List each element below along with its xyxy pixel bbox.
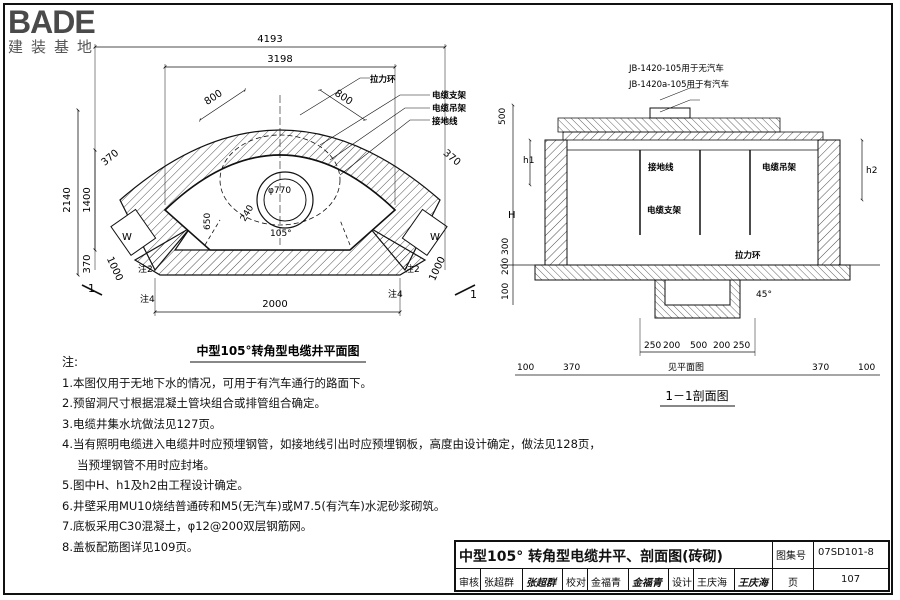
checker-name: 金福青 <box>591 578 621 589</box>
review-label: 审核 <box>459 578 479 589</box>
section-dim-r1: 370 <box>812 363 829 373</box>
section-cover-a: JB-1420-105用于无汽车 <box>628 63 724 74</box>
plan-section-left: 1 <box>88 282 95 295</box>
section-dim-300: 300 <box>501 238 511 255</box>
plan-angle: 105° <box>270 229 292 239</box>
section-label-see-plan: 见平面图 <box>668 362 704 373</box>
note-item: 当预埋钢管不用时应封堵。 <box>77 457 215 472</box>
checker-signature: 金福青 <box>632 578 662 589</box>
plan-dim-overall: 4193 <box>257 34 282 45</box>
sheet-border <box>3 3 893 595</box>
plan-label-cable-support: 电缆支架 <box>432 90 467 101</box>
section-wall-left <box>544 139 568 266</box>
section-dim-b1: 250 <box>644 341 661 351</box>
page-number: 107 <box>841 574 861 585</box>
plan-dim-height-total: 2140 <box>62 187 73 212</box>
plan-label-note4b: 注4 <box>388 288 403 300</box>
notes-block: 注: 1.本图仅用于无地下水的情况，可用于有汽车通行的路面下。 2.预留洞尺寸根… <box>62 352 601 557</box>
logo-main: BADE <box>8 4 96 40</box>
section-cover-b: JB-1420a-105用于有汽车 <box>628 79 729 90</box>
plan-hole-dia: φ770 <box>268 186 291 196</box>
section-dim-100: 100 <box>501 283 511 300</box>
plan-label-pull-ring: 拉力环 <box>370 74 396 85</box>
plan-dim-height-main: 1400 <box>82 187 93 212</box>
note-item: 1.本图仅用于无地下水的情况，可用于有汽车通行的路面下。 <box>62 375 372 390</box>
plan-dim-diag-left: 800 <box>203 88 225 108</box>
plan-view <box>76 44 476 316</box>
note-item: 3.电缆井集水坑做法见127页。 <box>62 416 222 431</box>
plan-section-right: 1 <box>470 288 477 301</box>
atlas-number: 07SD101-8 <box>818 547 874 558</box>
design-label: 设计 <box>672 578 692 589</box>
plan-dim-bottom-left: 370 <box>82 254 93 273</box>
section-H: H <box>508 210 516 221</box>
notes-heading: 注: <box>62 355 79 369</box>
section-dim-b4: 200 <box>713 341 730 351</box>
designer-name: 王庆海 <box>697 578 727 589</box>
designer-signature: 王庆海 <box>738 578 768 589</box>
plan-dim-bottom: 2000 <box>262 299 287 310</box>
section-top-ring <box>562 131 824 141</box>
logo-sub: 建装基地 <box>8 38 101 56</box>
plan-dim-wall-left: 370 <box>100 148 122 169</box>
section-h2: h2 <box>866 166 877 176</box>
section-angle: 45° <box>756 290 772 300</box>
plan-title: 中型105°转角型电缆井平面图 <box>196 343 359 358</box>
plan-dim-diag-bottom-left: 1000 <box>104 255 125 283</box>
section-dim-l2: 370 <box>563 363 580 373</box>
pipe-right <box>401 208 448 257</box>
title-block: 中型105° 转角型电缆井平、剖面图(砖砌) 图集号 07SD101-8 审核 … <box>454 540 890 592</box>
drawing-title: 中型105° 转角型电缆井平、剖面图(砖砌) <box>459 549 723 565</box>
section-dim-r2: 100 <box>858 363 875 373</box>
section-sump <box>654 279 741 319</box>
reviewer-name: 张超群 <box>484 578 514 589</box>
check-label: 校对 <box>566 578 586 589</box>
reviewer-signature: 张超群 <box>526 578 556 589</box>
section-label-ground-wire: 接地线 <box>648 162 674 173</box>
plan-dim-diag-right: 800 <box>332 88 354 108</box>
atlas-label: 图集号 <box>776 551 806 562</box>
section-label-pull-ring: 拉力环 <box>735 250 761 261</box>
section-dim-l1: 100 <box>517 363 534 373</box>
note-item: 7.底板采用C30混凝土，φ12@200双层钢筋网。 <box>62 519 313 533</box>
plan-w-right: W <box>430 232 440 243</box>
note-item: 2.预留洞尺寸根据混凝土管块组合或排管组合确定。 <box>62 396 326 410</box>
plan-dim-wall-right: 370 <box>441 148 463 169</box>
plan-label-note4a: 注4 <box>140 293 155 305</box>
note-item: 8.盖板配筋图详见109页。 <box>62 539 199 554</box>
section-base-slab <box>534 264 851 281</box>
plan-w-left: W <box>122 232 132 243</box>
section-label-cable-support: 电缆支架 <box>647 205 682 216</box>
plan-label-note2: 注2 <box>138 263 153 275</box>
note-item: 6.井壁采用MU10烧结普通砖和M5(无汽车)或M7.5(有汽车)水泥砂浆砌筑。 <box>62 498 446 513</box>
section-wall-right <box>817 139 841 266</box>
plan-label-note2b: 注2 <box>405 263 420 275</box>
plan-label-ground-wire: 接地线 <box>432 116 458 127</box>
section-title: 1－1剖面图 <box>665 389 728 403</box>
note-item: 5.图中H、h1及h2由工程设计确定。 <box>62 478 249 492</box>
section-dim-b5: 250 <box>733 341 750 351</box>
manhole-inner <box>263 178 307 222</box>
page-label: 页 <box>788 578 798 589</box>
manhole-outer <box>256 171 314 229</box>
plan-dim-inner: 3198 <box>267 54 292 65</box>
plan-label-cable-tray: 电缆吊架 <box>432 103 467 114</box>
section-h1: h1 <box>523 156 534 166</box>
plan-chamber <box>163 154 397 251</box>
section-dim-200: 200 <box>501 258 511 275</box>
section-cover-slab <box>557 117 781 133</box>
section-dim-b2: 200 <box>663 341 680 351</box>
plan-hole-height: 650 <box>203 213 213 230</box>
section-label-cable-tray: 电缆吊架 <box>762 162 797 173</box>
pipe-left <box>110 208 157 257</box>
section-dim-top: 500 <box>498 108 508 125</box>
section-view <box>500 87 880 376</box>
bade-logo: BADE 建装基地 <box>8 6 133 56</box>
note-item: 4.当有照明电缆进入电缆井时应预埋钢管，如接地线引出时应预埋钢板，高度由设计确定… <box>62 437 601 451</box>
section-dim-b3: 500 <box>690 341 707 351</box>
